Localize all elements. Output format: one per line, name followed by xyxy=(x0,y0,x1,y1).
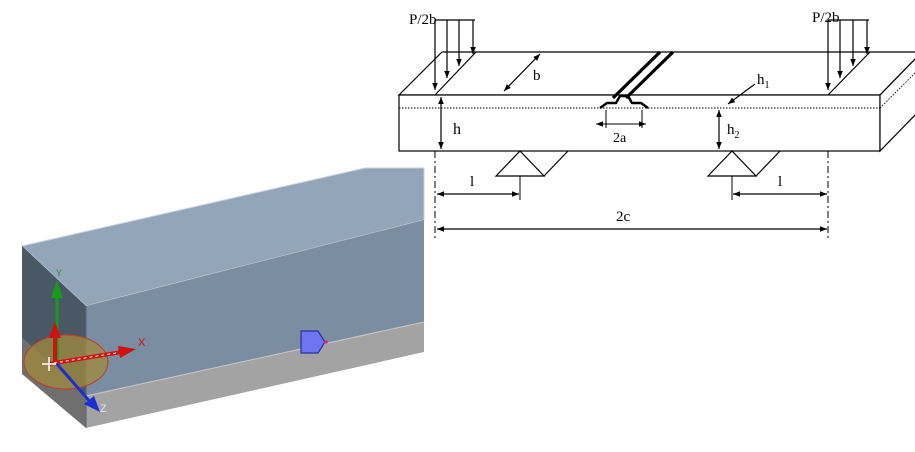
y-axis-arrow-icon xyxy=(51,280,63,298)
beam-schematic xyxy=(397,19,915,240)
h2-label: h2 xyxy=(727,122,740,141)
span-label-left: l xyxy=(470,174,474,190)
normal-arrow-icon xyxy=(49,322,61,338)
y-axis-label: Y xyxy=(56,268,62,278)
total-length-label: 2c xyxy=(616,209,631,225)
x-axis-arrow-icon xyxy=(118,346,136,358)
support-right xyxy=(706,150,758,177)
load-label-left: P/2b xyxy=(409,12,437,28)
z-axis-arrow-icon xyxy=(84,396,100,412)
beam-top-outline xyxy=(397,51,915,96)
h1-label: h1 xyxy=(757,72,770,91)
crack-width-label: 2a xyxy=(613,131,627,146)
z-axis-label: Z xyxy=(100,403,107,415)
h-label: h xyxy=(453,121,461,138)
load-label-right: P/2b xyxy=(812,10,840,26)
beam-top-face xyxy=(20,167,425,307)
span-label-right: l xyxy=(778,174,782,190)
model-view: Y X Z xyxy=(20,167,425,428)
beam-front-face xyxy=(86,220,424,396)
annotation-marker-icon[interactable] xyxy=(300,330,326,354)
x-axis-label: X xyxy=(138,337,146,349)
width-label: b xyxy=(533,68,541,84)
beam-lower-front xyxy=(86,322,424,428)
support-left xyxy=(494,150,546,177)
schematic-labels: P/2b P/2b b h1 h h2 2a l l 2c xyxy=(409,10,840,225)
